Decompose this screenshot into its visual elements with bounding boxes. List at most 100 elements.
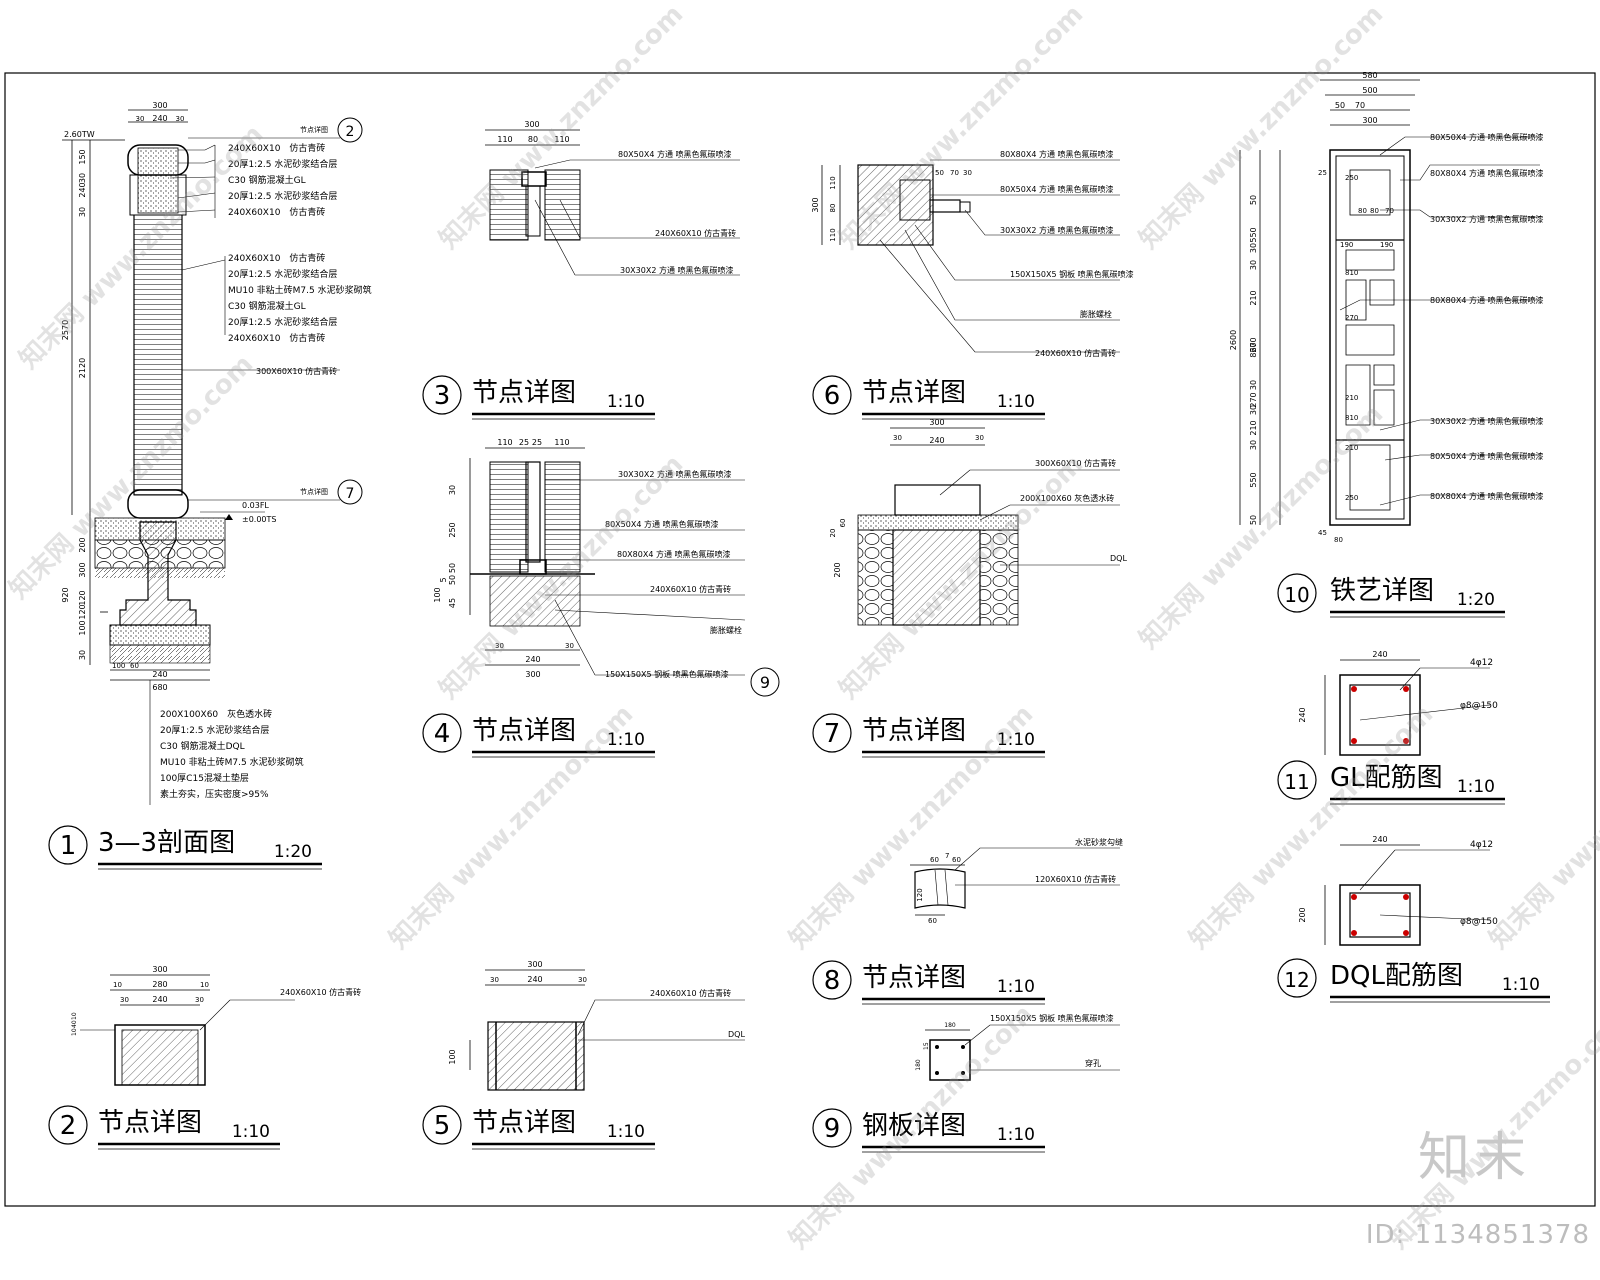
d1-bottom-note: C30 钢筋混凝土DQL <box>160 740 245 752</box>
d4-dim-bottom: 240 <box>525 655 540 664</box>
d7-dim: 30 <box>975 434 984 442</box>
d4-note: 240X60X10 仿古青砖 <box>650 584 731 594</box>
drawing-11-gl-rebar <box>1324 659 1491 756</box>
image-id: ID: 1134851378 <box>1365 1220 1590 1250</box>
d10-inner-dim: 270 <box>1345 314 1358 322</box>
d1-ref-label: 节点详图 <box>300 487 328 496</box>
d10-dim-left: 30 <box>1249 243 1258 253</box>
d4-dim-top: 110 <box>497 438 512 447</box>
d6-dim: 50 <box>935 169 944 177</box>
d10-dim-left: 550 <box>1249 227 1258 242</box>
d6-dim: 110 <box>829 228 837 241</box>
drawing-7-scale: 1:10 <box>997 730 1035 750</box>
drawing-11-number-circle <box>1277 760 1317 800</box>
d5-dim: 240 <box>527 975 542 984</box>
drawing-3-title: 节点详图 <box>472 378 576 408</box>
drawing-10-ironwork <box>1239 79 1540 526</box>
d8-note: 120X60X10 仿古青砖 <box>1035 874 1116 884</box>
d10-inner-dim: 80 <box>1358 207 1367 215</box>
sheet-border <box>4 72 1596 1207</box>
d9-note: 穿孔 <box>1085 1058 1101 1068</box>
d1-level: 0.03FL <box>242 501 269 510</box>
drawing-2-title: 节点详图 <box>98 1108 202 1138</box>
drawing-10-title: 铁艺详图 <box>1330 576 1434 606</box>
d10-dim-left: 210 <box>1249 290 1258 305</box>
drawing-9-plate <box>925 1024 1120 1081</box>
d6-note: 240X60X10 仿古青砖 <box>1035 348 1116 358</box>
d1-ref-num: 7 <box>346 486 355 502</box>
d1-shaft-note: 300X60X10 仿古青砖 <box>256 366 337 376</box>
d7-note: DQL <box>1110 554 1127 563</box>
d2-dim: 10 <box>200 981 209 989</box>
d6-dim: 300 <box>811 197 820 212</box>
d10-dim-left: 270 <box>1249 392 1258 407</box>
drawing-10-scale: 1:20 <box>1457 590 1495 610</box>
d4-dim-left: 50 <box>448 563 457 573</box>
d2-dim: 30 <box>120 996 129 1004</box>
d4-dim-left: 50 <box>448 575 457 585</box>
d12-note: 4φ12 <box>1470 840 1493 850</box>
d11-note: 4φ12 <box>1470 658 1493 668</box>
d4-dim-left: 30 <box>448 485 457 495</box>
drawing-7-number-circle <box>812 713 852 753</box>
d10-bottom-dim: 45 <box>1318 529 1327 537</box>
drawing-6-number-circle <box>812 375 852 415</box>
d6-note: 80X50X4 方通 喷黑色氟碳喷漆 <box>1000 184 1114 194</box>
d12-width: 240 <box>1372 835 1387 844</box>
d10-note: 30X30X2 方通 喷黑色氟碳喷漆 <box>1430 416 1544 426</box>
drawing-5-number-circle <box>422 1105 462 1145</box>
drawing-12-scale: 1:10 <box>1502 975 1540 995</box>
d11-note: φ8@150 <box>1460 701 1498 711</box>
d1-level: 2.60TW <box>64 130 95 139</box>
d5-dim: 30 <box>490 976 499 984</box>
drawing-11-title: GL配筋图 <box>1330 763 1443 793</box>
drawing-9-scale: 1:10 <box>997 1125 1035 1145</box>
drawing-8-scale: 1:10 <box>997 977 1035 997</box>
d1-bottom-note: 200X100X60 灰色透水砖 <box>160 708 272 720</box>
d10-dim-left: 550 <box>1249 472 1258 487</box>
d1-bottom-note: 素土夯实，压实密度>95% <box>160 788 269 800</box>
d10-note: 80X50X4 方通 喷黑色氟碳喷漆 <box>1430 451 1544 461</box>
d1-top-note: 20厚1:2.5 水泥砂浆结合层 <box>228 158 337 170</box>
d8-note: 水泥砂浆勾缝 <box>1075 837 1123 847</box>
d10-inner-dim: 810 <box>1345 269 1358 277</box>
d6-note: 150X150X5 钢板 喷黑色氟碳喷漆 <box>1010 269 1134 279</box>
d12-note: φ8@150 <box>1460 917 1498 927</box>
d10-dim-left: 2600 <box>1229 330 1238 350</box>
d9-dim: 180 <box>915 1059 922 1071</box>
d11-height: 240 <box>1298 707 1307 722</box>
drawing-9-number-circle <box>812 1108 852 1148</box>
d11-width: 240 <box>1372 650 1387 659</box>
d6-dim: 30 <box>963 169 972 177</box>
d1-level: ±0.00TS <box>242 515 276 524</box>
d7-dim: 30 <box>893 434 902 442</box>
drawing-6-title: 节点详图 <box>862 378 966 408</box>
d8-dim: 60 <box>952 856 961 864</box>
drawing-1-number-circle <box>48 825 88 865</box>
d10-dim-left: 270 <box>1249 337 1258 352</box>
d1-mid-note: MU10 非粘土砖M7.5 水泥砂浆砌筑 <box>228 284 372 296</box>
d4-dim-left: 5 <box>439 577 448 582</box>
drawing-2-scale: 1:10 <box>232 1122 270 1142</box>
d1-bottom-note: MU10 非粘土砖M7.5 水泥砂浆砌筑 <box>160 756 304 768</box>
d10-note: 80X80X4 方通 喷黑色氟碳喷漆 <box>1430 491 1544 501</box>
d1-dim: 30 <box>176 115 185 123</box>
d1-mid-note: 240X60X10 仿古青砖 <box>228 252 325 264</box>
d6-note: 30X30X2 方通 喷黑色氟碳喷漆 <box>1000 225 1114 235</box>
d1-ref-num: 2 <box>346 124 355 140</box>
d7-note: 200X100X60 灰色透水砖 <box>1020 493 1114 503</box>
d2-dim: 300 <box>152 965 167 974</box>
d1-bottom-note: 20厚1:2.5 水泥砂浆结合层 <box>160 724 269 736</box>
d6-dim: 110 <box>829 176 837 189</box>
d4-dim-top: 25 <box>519 438 529 447</box>
d10-dim-left: 30 <box>1249 260 1258 270</box>
d1-mid-note: 20厚1:2.5 水泥砂浆结合层 <box>228 316 337 328</box>
drawing-3-detail <box>485 129 740 276</box>
d10-note: 80X80X4 方通 喷黑色氟碳喷漆 <box>1430 295 1544 305</box>
d6-note: 膨胀螺栓 <box>1080 309 1112 319</box>
d8-dim: 60 <box>930 856 939 864</box>
d1-left-dim: 920 <box>61 587 70 602</box>
drawing-7-number: 7 <box>824 719 841 749</box>
drawing-4-number-circle <box>422 713 462 753</box>
drawing-1-number: 1 <box>60 831 77 861</box>
